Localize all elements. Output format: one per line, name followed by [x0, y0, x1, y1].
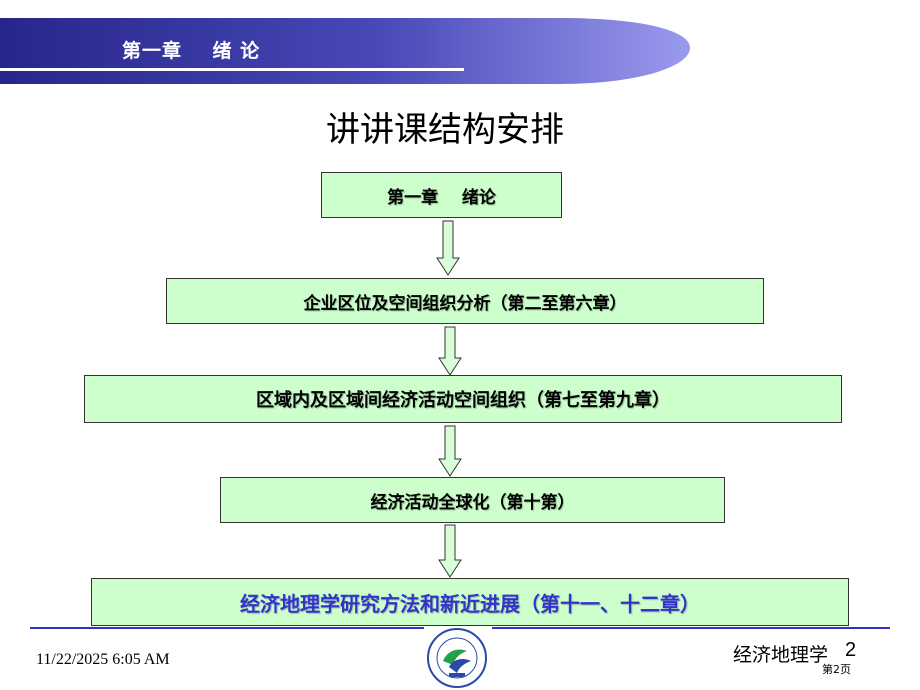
header-banner [0, 18, 690, 84]
flow-step-3-label: 区域内及区域间经济活动空间组织（第七至第九章） [256, 390, 670, 411]
down-arrow-icon [438, 326, 462, 376]
down-arrow-icon [436, 220, 460, 276]
footer-date: 11/22/2025 6:05 AM [36, 651, 170, 668]
flow-step-1: 第一章 绪论 [321, 172, 562, 218]
flow-step-4: 经济活动全球化（第十第） [220, 477, 725, 523]
down-arrow-icon [438, 425, 462, 477]
footer-course-name: 经济地理学 [733, 644, 829, 666]
flow-step-4-label: 经济活动全球化（第十第） [370, 492, 575, 513]
university-logo [427, 628, 487, 688]
footer-divider-left [30, 627, 424, 629]
down-arrow-icon [438, 524, 462, 578]
banner-title: 第一章 绪 论 [122, 40, 261, 62]
footer-divider-right [492, 627, 890, 629]
page-title: 讲讲课结构安排 [326, 110, 564, 150]
flow-step-1-label: 第一章 绪论 [387, 187, 496, 208]
footer-page-label: 第2页 [822, 663, 851, 676]
footer-slide-number: 2 [845, 639, 857, 661]
flow-step-2-label: 企业区位及空间组织分析（第二至第六章） [303, 293, 627, 314]
flow-step-3: 区域内及区域间经济活动空间组织（第七至第九章） [84, 375, 842, 423]
flow-step-2: 企业区位及空间组织分析（第二至第六章） [166, 278, 764, 324]
flow-step-5-label: 经济地理学研究方法和新近进展（第十一、十二章） [240, 591, 700, 616]
flow-step-5: 经济地理学研究方法和新近进展（第十一、十二章） [91, 578, 849, 626]
